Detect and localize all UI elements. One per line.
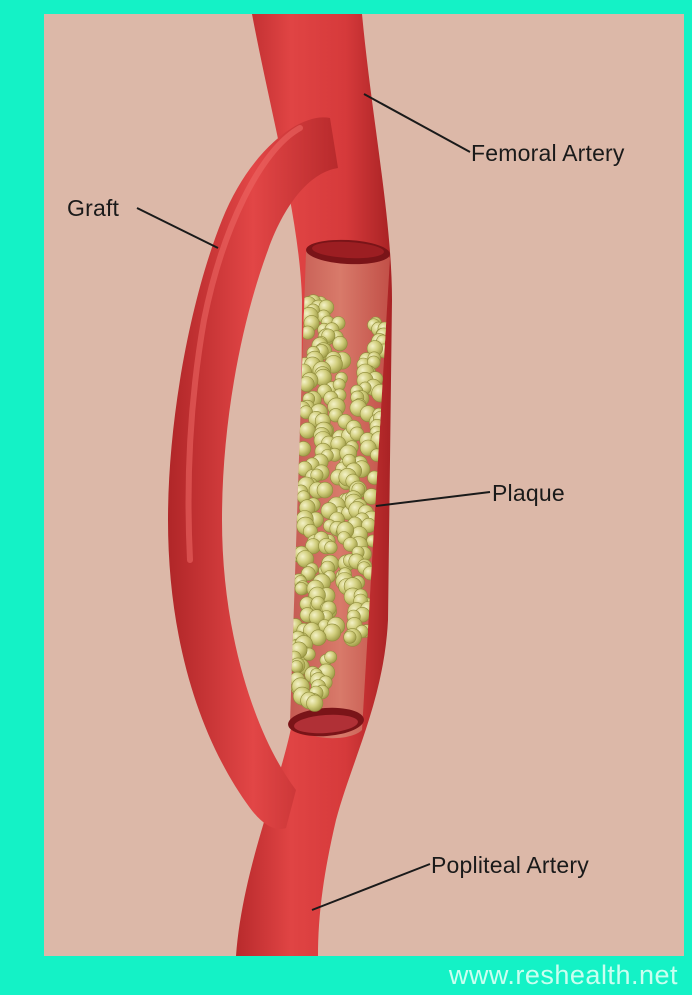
femoral-artery-label: Femoral Artery [471,140,625,167]
femoral-leader-line [364,94,470,152]
popliteal-artery-label: Popliteal Artery [431,852,589,879]
popliteal-leader-line [312,864,430,910]
graft-label: Graft [67,195,119,222]
graft-leader-line [137,208,218,248]
plaque-label: Plaque [492,480,565,507]
watermark: www.reshealth.net [449,960,678,991]
plaque-leader-line [376,492,490,506]
